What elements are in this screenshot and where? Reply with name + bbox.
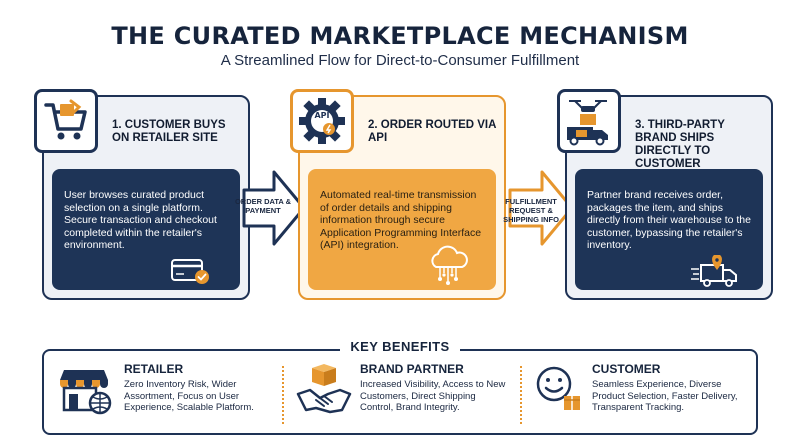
api-gear-icon: API [299, 98, 345, 144]
delivery-truck-pin-icon [691, 255, 737, 287]
benefit-text: Zero Inventory Risk, Wider Assortment, F… [124, 379, 254, 413]
step-title: 2. ORDER ROUTED VIA API [368, 119, 497, 144]
step-card-order-routed: API 2. ORDER ROUTED VIA API Automated re… [290, 89, 506, 300]
step-title: 1. CUSTOMER BUYS ON RETAILER SITE [112, 119, 226, 144]
step-icon-box: API [290, 89, 354, 153]
step-description: Automated real-time transmission of orde… [308, 169, 496, 290]
step-description-text: User browses curated product selection o… [64, 189, 217, 251]
flow-arrow-2 [508, 170, 574, 246]
smiley-box-icon [536, 366, 580, 410]
benefit-retailer: RETAILER Zero Inventory Risk, Wider Asso… [124, 362, 274, 414]
step-title: 3. THIRD-PARTY BRAND SHIPS DIRECTLY TO C… [635, 119, 725, 170]
benefit-text: Increased Visibility, Access to New Cust… [360, 379, 506, 413]
handshake-box-icon [296, 364, 352, 414]
arrow-label-1: ORDER DATA & PAYMENT [234, 197, 292, 215]
benefit-brand-partner: BRAND PARTNER Increased Visibility, Acce… [360, 362, 510, 414]
benefit-divider [520, 366, 522, 424]
benefit-divider [282, 366, 284, 424]
step-icon-box [34, 89, 98, 153]
credit-card-check-icon [171, 259, 209, 284]
benefit-title: RETAILER [124, 362, 184, 376]
step-card-customer-buys: 1. CUSTOMER BUYS ON RETAILER SITE User b… [34, 89, 250, 300]
api-icon-label: API [314, 111, 329, 120]
benefit-title: CUSTOMER [592, 362, 661, 376]
step-description-text: Automated real-time transmission of orde… [320, 189, 482, 251]
step-description-text: Partner brand receives order, packages t… [587, 189, 751, 251]
step-description: Partner brand receives order, packages t… [575, 169, 763, 290]
shopping-cart-icon [44, 99, 87, 140]
key-benefits-heading: KEY BENEFITS [340, 339, 460, 354]
storefront-icon [60, 370, 112, 415]
benefit-customer: CUSTOMER Seamless Experience, Diverse Pr… [592, 362, 747, 414]
flow-arrow-1 [242, 170, 306, 246]
arrow-label-2: FULFILLMENT REQUEST & SHIPPING INFO [503, 197, 559, 224]
page-title: THE CURATED MARKETPLACE MECHANISM [111, 22, 689, 50]
page-subtitle: A Streamlined Flow for Direct-to-Consume… [220, 52, 580, 69]
step-description: User browses curated product selection o… [52, 169, 240, 290]
cloud-network-icon [431, 245, 468, 285]
drone-truck-icon [567, 100, 608, 146]
benefit-text: Seamless Experience, Diverse Product Sel… [592, 379, 738, 413]
benefit-title: BRAND PARTNER [360, 362, 464, 376]
step-icon-box [557, 89, 621, 153]
step-card-brand-ships: 3. THIRD-PARTY BRAND SHIPS DIRECTLY TO C… [557, 89, 773, 300]
